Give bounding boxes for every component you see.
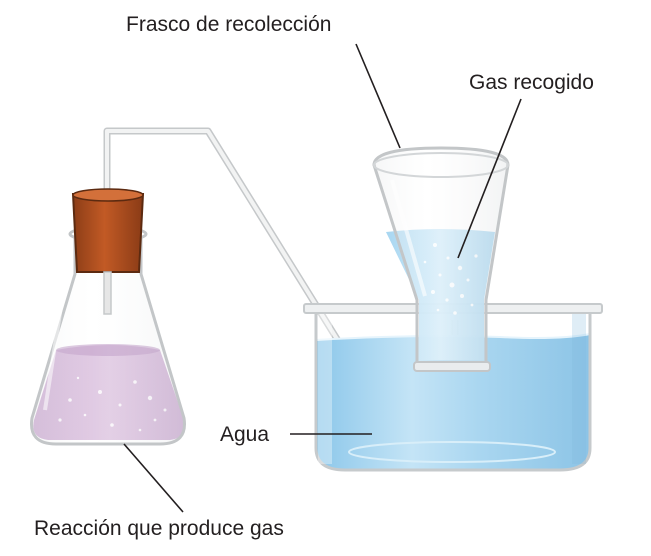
leader-lines — [123, 43, 522, 513]
water-trough — [303, 303, 603, 472]
leader-line-reaction — [123, 443, 184, 513]
leader-line-collection-flask — [355, 43, 401, 149]
collected-gas-label: Gas recogido — [469, 71, 594, 94]
water-label: Agua — [220, 423, 270, 446]
leader-line-collected-gas — [457, 98, 522, 259]
collection-flask-label: Frasco de recolección — [126, 13, 332, 36]
reaction-flask — [30, 188, 186, 446]
reaction-label: Reacción que produce gas — [34, 517, 284, 540]
collection-flask — [372, 146, 510, 372]
